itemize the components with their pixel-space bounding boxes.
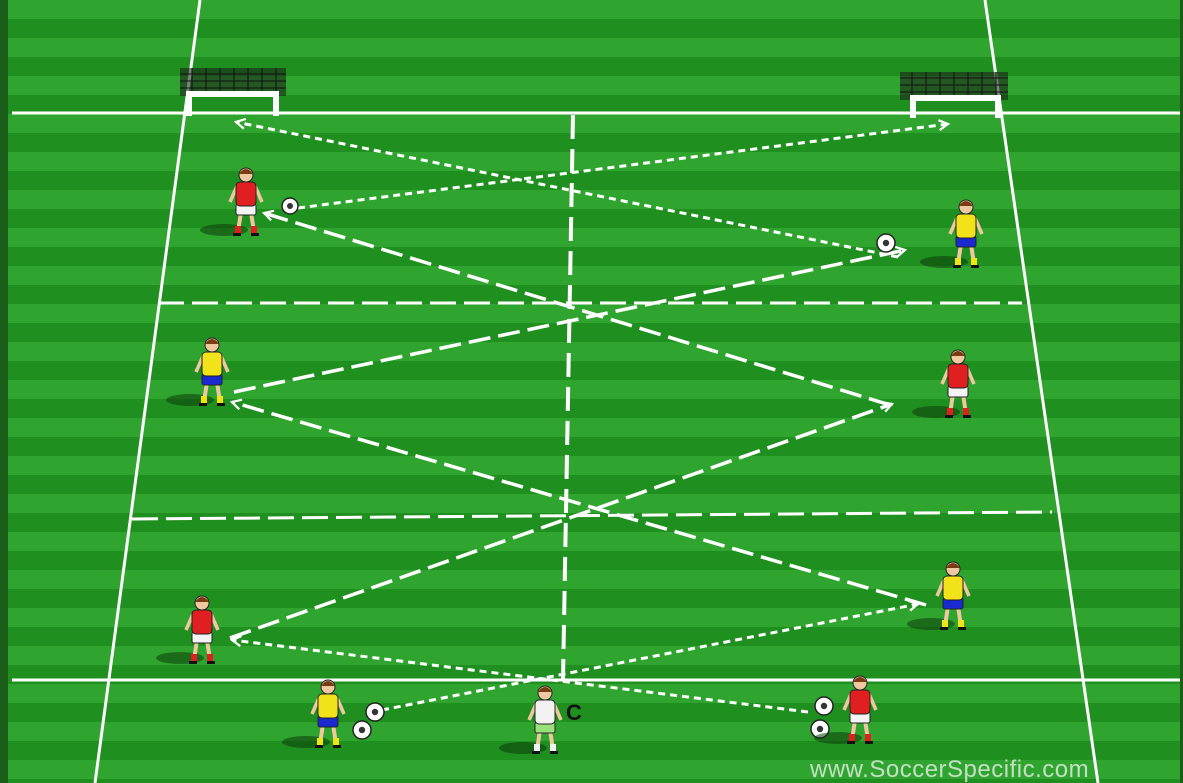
watermark-text: www.SoccerSpecific.com bbox=[810, 756, 1089, 783]
left-border bbox=[0, 0, 8, 783]
ball bbox=[877, 234, 895, 252]
coach-label: C bbox=[566, 700, 582, 726]
ball bbox=[353, 721, 371, 739]
ball bbox=[366, 703, 384, 721]
ball bbox=[815, 697, 833, 715]
ball bbox=[282, 198, 298, 214]
